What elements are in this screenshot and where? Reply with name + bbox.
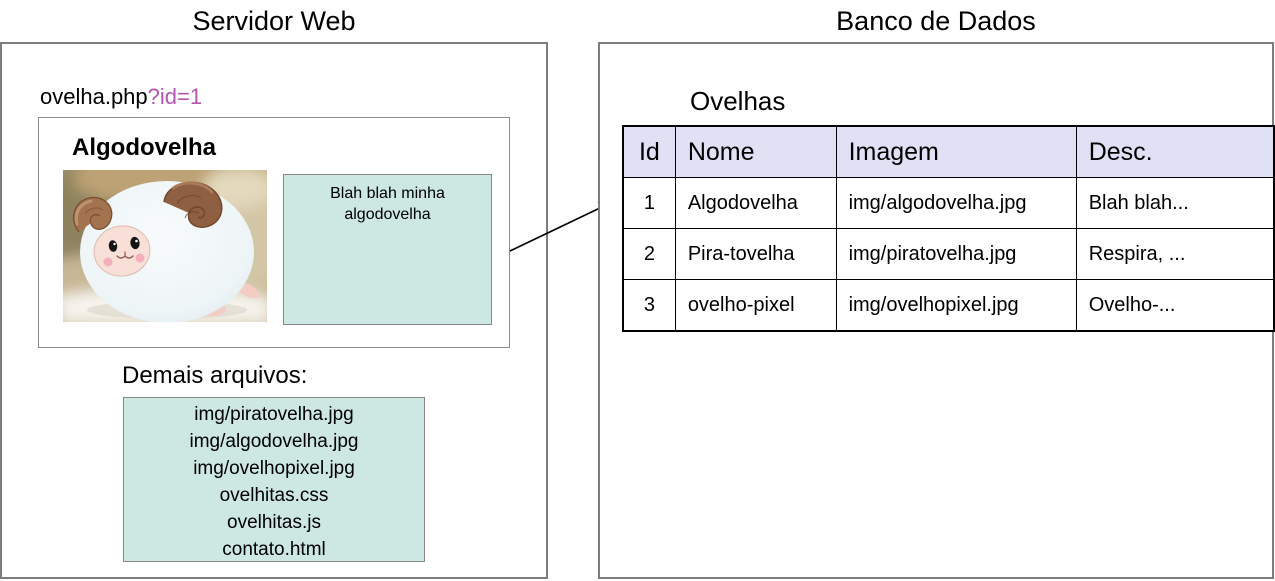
note-line: Blah blah minha [330, 185, 445, 202]
other-files-label: Demais arquivos: [122, 362, 308, 389]
column-header-id: Id [622, 125, 676, 178]
table-header-row: Id Nome Imagem Desc. [622, 125, 1275, 178]
table-name: Ovelhas [690, 86, 786, 116]
file-item: img/ovelhopixel.jpg [193, 458, 355, 479]
cell-nome: Pira-tovelha [674, 228, 837, 280]
file-item: contato.html [222, 539, 326, 560]
page-description-note: Blah blah minha algodovelha [283, 174, 492, 325]
file-item: img/algodovelha.jpg [189, 431, 359, 452]
cell-desc: Ovelho-... [1075, 279, 1275, 332]
ovelhas-table: Id Nome Imagem Desc. 1 Algodovelha img/a… [622, 125, 1275, 332]
request-url: ovelha.php?id=1 [40, 84, 202, 110]
cell-nome: Algodovelha [674, 177, 837, 229]
file-item: ovelhitas.css [219, 485, 329, 506]
cell-imagem: img/algodovelha.jpg [835, 177, 1077, 229]
cell-imagem: img/piratovelha.jpg [835, 228, 1077, 280]
right-horn [163, 181, 223, 228]
cell-id: 3 [622, 279, 676, 332]
left-horn [72, 196, 113, 233]
other-files-box: img/piratovelha.jpg img/algodovelha.jpg … [123, 397, 425, 562]
cell-desc: Blah blah... [1075, 177, 1275, 229]
file-item: ovelhitas.js [227, 512, 321, 533]
cell-desc: Respira, ... [1075, 228, 1275, 280]
table-row: 1 Algodovelha img/algodovelha.jpg Blah b… [622, 177, 1275, 229]
server-title: Servidor Web [192, 6, 356, 36]
request-file: ovelha.php [40, 84, 148, 109]
cell-id: 1 [622, 177, 676, 229]
column-header-nome: Nome [674, 125, 837, 178]
sheep-face [93, 225, 151, 277]
page-heading: Algodovelha [72, 134, 217, 161]
column-header-desc: Desc. [1075, 125, 1275, 178]
cell-id: 2 [622, 228, 676, 280]
table-row: 3 ovelho-pixel img/ovelhopixel.jpg Ovelh… [622, 279, 1275, 332]
database-title: Banco de Dados [836, 6, 1036, 36]
cell-imagem: img/ovelhopixel.jpg [835, 279, 1077, 332]
note-line: algodovelha [344, 206, 431, 223]
table-row: 2 Pira-tovelha img/piratovelha.jpg Respi… [622, 228, 1275, 280]
file-item: img/piratovelha.jpg [194, 404, 354, 425]
column-header-imagem: Imagem [835, 125, 1077, 178]
cell-nome: ovelho-pixel [674, 279, 837, 332]
request-query-string: ?id=1 [147, 84, 203, 109]
sheep-photo [63, 170, 267, 322]
